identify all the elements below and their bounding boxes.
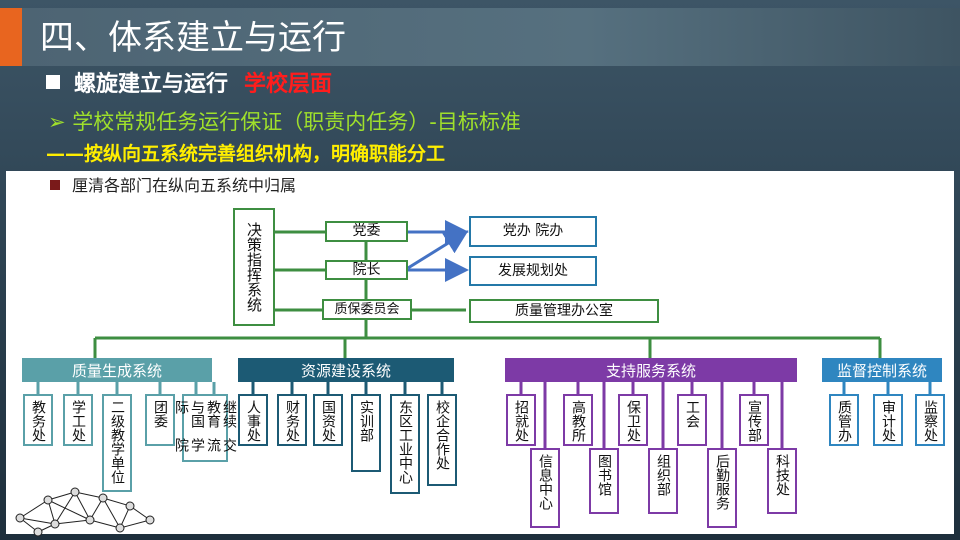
dept-logistics: 后勤服务	[707, 448, 737, 528]
dept-organization: 组织部	[648, 448, 678, 514]
dept-labor-union: 工会	[677, 394, 707, 446]
bullet1-text: 螺旋建立与运行	[74, 72, 229, 97]
dept-continuing-international: 继续教育与国际交流学院	[173, 394, 237, 462]
header-band	[22, 8, 960, 66]
dept-quality-office: 质管办	[829, 394, 859, 446]
dept-audit: 审计处	[873, 394, 903, 446]
dept-supervision: 监察处	[915, 394, 945, 446]
header-accent-bar	[0, 8, 22, 66]
party-committee-box: 党委	[325, 221, 408, 242]
president-box: 院长	[325, 260, 408, 280]
dept-science-technology: 科技处	[767, 448, 797, 514]
group-header-support-service: 支持服务系统	[505, 358, 797, 382]
dept-secondary-teaching-units: 二级教学单位	[102, 394, 132, 492]
group-header-supervision: 监督控制系统	[822, 358, 942, 382]
dept-library: 图书馆	[589, 448, 619, 514]
dept-continuing-line2: 交流学院	[173, 438, 237, 453]
quality-management-office-box: 质量管理办公室	[469, 299, 659, 323]
bullet-level4: 厘清各部门在纵向五系统中归属	[50, 174, 296, 198]
bullet-level3: ——按纵向五系统完善组织机构，明确职能分工	[46, 143, 446, 165]
dept-employment: 招就处	[506, 394, 536, 446]
quality-committee-box: 质保委员会	[322, 299, 412, 320]
dept-publicity: 宣传部	[739, 394, 769, 446]
dept-training: 实训部	[351, 394, 381, 472]
bullet-level1: 螺旋建立与运行学校层面	[46, 70, 332, 100]
party-office-box: 党办 院办	[469, 216, 597, 247]
square-bullet-icon	[46, 75, 60, 89]
bullet-level2: ➢ 学校常规任务运行保证（职责内任务）-目标标准	[48, 110, 521, 134]
dept-east-industry-center: 东区工业中心	[390, 394, 420, 494]
dept-academic-affairs: 教务处	[23, 394, 53, 446]
planning-office-box: 发展规划处	[469, 256, 597, 286]
dept-information-center: 信息中心	[530, 448, 560, 528]
dept-student-affairs: 学工处	[63, 394, 93, 446]
decision-command-box: 决策指挥系统	[233, 208, 275, 326]
network-graphic	[15, 487, 155, 537]
dept-security: 保卫处	[618, 394, 648, 446]
dept-state-assets: 国资处	[313, 394, 343, 446]
square-bullet-icon	[50, 180, 60, 190]
dept-finance: 财务处	[277, 394, 307, 446]
dept-personnel: 人事处	[238, 394, 268, 446]
bullet1-highlight: 学校层面	[244, 72, 333, 97]
group-header-quality-generation: 质量生成系统	[22, 358, 212, 382]
group-header-resource-building: 资源建设系统	[238, 358, 454, 382]
slide-title: 四、体系建立与运行	[40, 18, 346, 58]
bullet4-text: 厘清各部门在纵向五系统中归属	[72, 176, 297, 195]
dept-continuing-line1: 继续教育与国际	[173, 400, 237, 428]
dept-higher-education-institute: 高教所	[563, 394, 593, 446]
dept-school-enterprise: 校企合作处	[427, 394, 457, 486]
dept-youth-league: 团委	[145, 394, 175, 446]
